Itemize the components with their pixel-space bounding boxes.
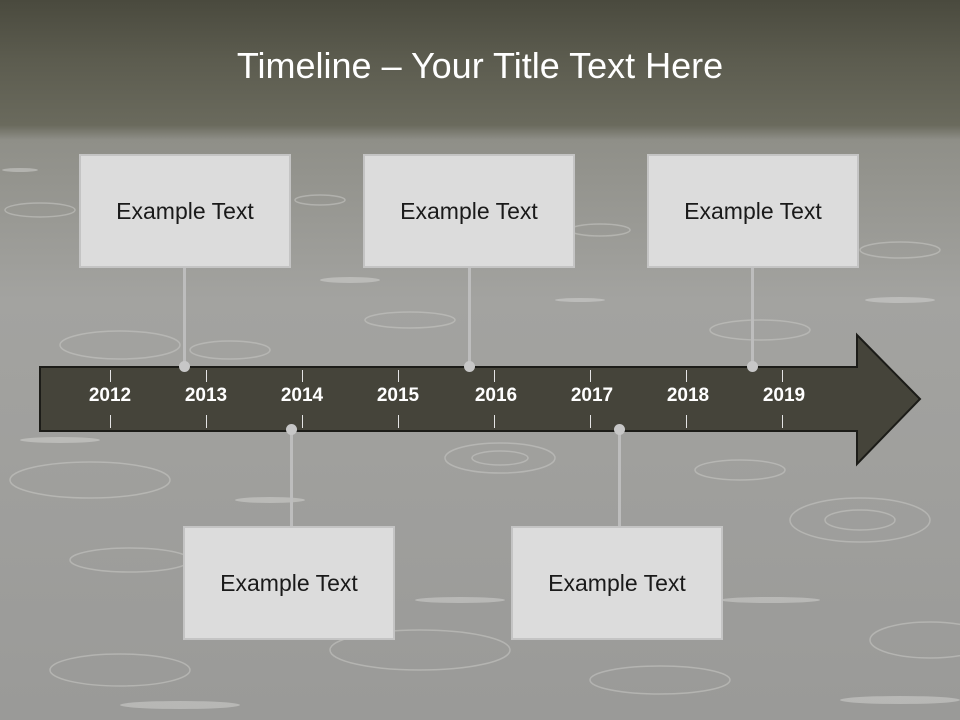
year-label-2016: 2016 xyxy=(474,385,518,406)
year-tick xyxy=(398,415,399,428)
year-label-2012: 2012 xyxy=(88,385,132,406)
year-label-2015: 2015 xyxy=(376,385,420,406)
year-tick xyxy=(590,415,591,428)
year-label-2017: 2017 xyxy=(570,385,614,406)
year-tick xyxy=(302,415,303,428)
event-text: Example Text xyxy=(116,197,254,224)
event-box-above[interactable]: Example Text xyxy=(363,154,575,268)
event-text: Example Text xyxy=(400,197,538,224)
year-label-2013: 2013 xyxy=(184,385,228,406)
slide-title: Timeline – Your Title Text Here xyxy=(236,45,724,86)
event-marker-dot xyxy=(464,361,475,372)
timeline-arrow-shape xyxy=(39,332,922,467)
year-tick xyxy=(206,415,207,428)
year-tick xyxy=(782,370,783,382)
event-marker-dot xyxy=(747,361,758,372)
year-tick xyxy=(782,415,783,428)
year-tick xyxy=(494,370,495,382)
year-tick xyxy=(494,415,495,428)
year-tick xyxy=(110,370,111,382)
event-marker-dot xyxy=(286,424,297,435)
year-label-2019: 2019 xyxy=(762,385,806,406)
event-connector xyxy=(468,268,471,364)
year-label-2018: 2018 xyxy=(666,385,710,406)
year-tick xyxy=(302,370,303,382)
year-tick xyxy=(686,415,687,428)
event-text: Example Text xyxy=(220,569,358,596)
event-box-above[interactable]: Example Text xyxy=(79,154,291,268)
event-box-below[interactable]: Example Text xyxy=(183,526,395,640)
event-connector xyxy=(751,268,754,364)
year-tick xyxy=(110,415,111,428)
event-box-above[interactable]: Example Text xyxy=(647,154,859,268)
event-box-below[interactable]: Example Text xyxy=(511,526,723,640)
year-tick xyxy=(398,370,399,382)
event-text: Example Text xyxy=(548,569,686,596)
event-connector xyxy=(618,432,621,528)
event-connector xyxy=(290,432,293,528)
year-tick xyxy=(686,370,687,382)
year-tick xyxy=(206,370,207,382)
event-text: Example Text xyxy=(684,197,822,224)
event-marker-dot xyxy=(614,424,625,435)
event-marker-dot xyxy=(179,361,190,372)
event-connector xyxy=(183,268,186,364)
year-tick xyxy=(590,370,591,382)
year-label-2014: 2014 xyxy=(280,385,324,406)
